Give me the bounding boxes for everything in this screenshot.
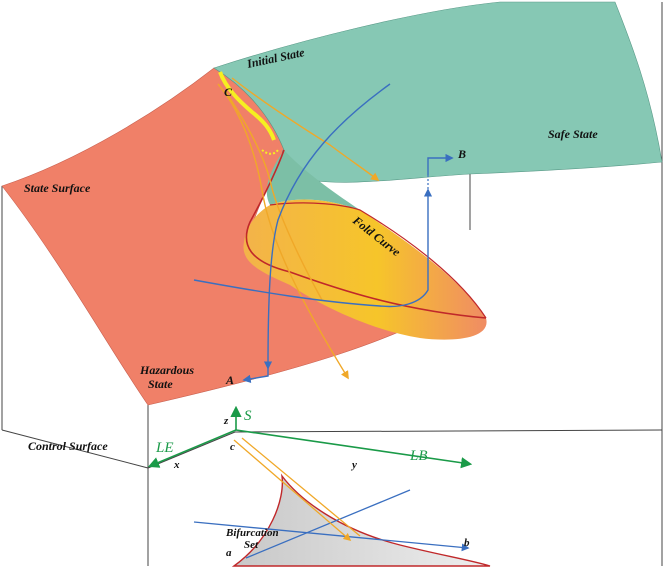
bifurcation-set	[231, 473, 491, 567]
control-trajectories	[193, 437, 470, 559]
bifurcation-set-label-line2: Set	[244, 539, 259, 551]
point-a-upper-label: A	[225, 373, 234, 387]
axis-x-label: x	[173, 459, 180, 471]
state-surface-label: State Surface	[24, 181, 91, 195]
bifurcation-set-label-line1: Bifurcation	[225, 527, 279, 539]
axis-le-label: LE	[155, 440, 174, 456]
fold-curve-upper-edge	[269, 202, 487, 319]
axis-z-label: z	[223, 415, 229, 427]
point-b-lower-label: b	[464, 537, 470, 549]
axis-s-label: S	[244, 408, 252, 424]
point-c-lower-label: c	[230, 441, 235, 453]
point-b-upper-label: B	[457, 147, 466, 161]
safe-underside	[266, 150, 360, 210]
blue-trajectories	[193, 83, 454, 384]
initial-highlight	[218, 71, 276, 141]
control-surface-label: Control Surface	[28, 439, 108, 453]
hazardous-state-label-line1: Hazardous	[139, 363, 194, 377]
initial-dotted	[261, 149, 279, 155]
safe-state-label: Safe State	[548, 127, 598, 141]
point-a-lower-label: a	[226, 547, 232, 559]
axis-y-label: y	[350, 459, 357, 471]
fold-sheet	[243, 199, 487, 340]
control-axes	[147, 405, 473, 469]
point-c-upper-label: C	[224, 85, 233, 99]
hazardous-state-label-line2: State	[148, 377, 173, 391]
safe-surface	[213, 1, 663, 183]
axis-lb-label: LB	[409, 448, 428, 464]
